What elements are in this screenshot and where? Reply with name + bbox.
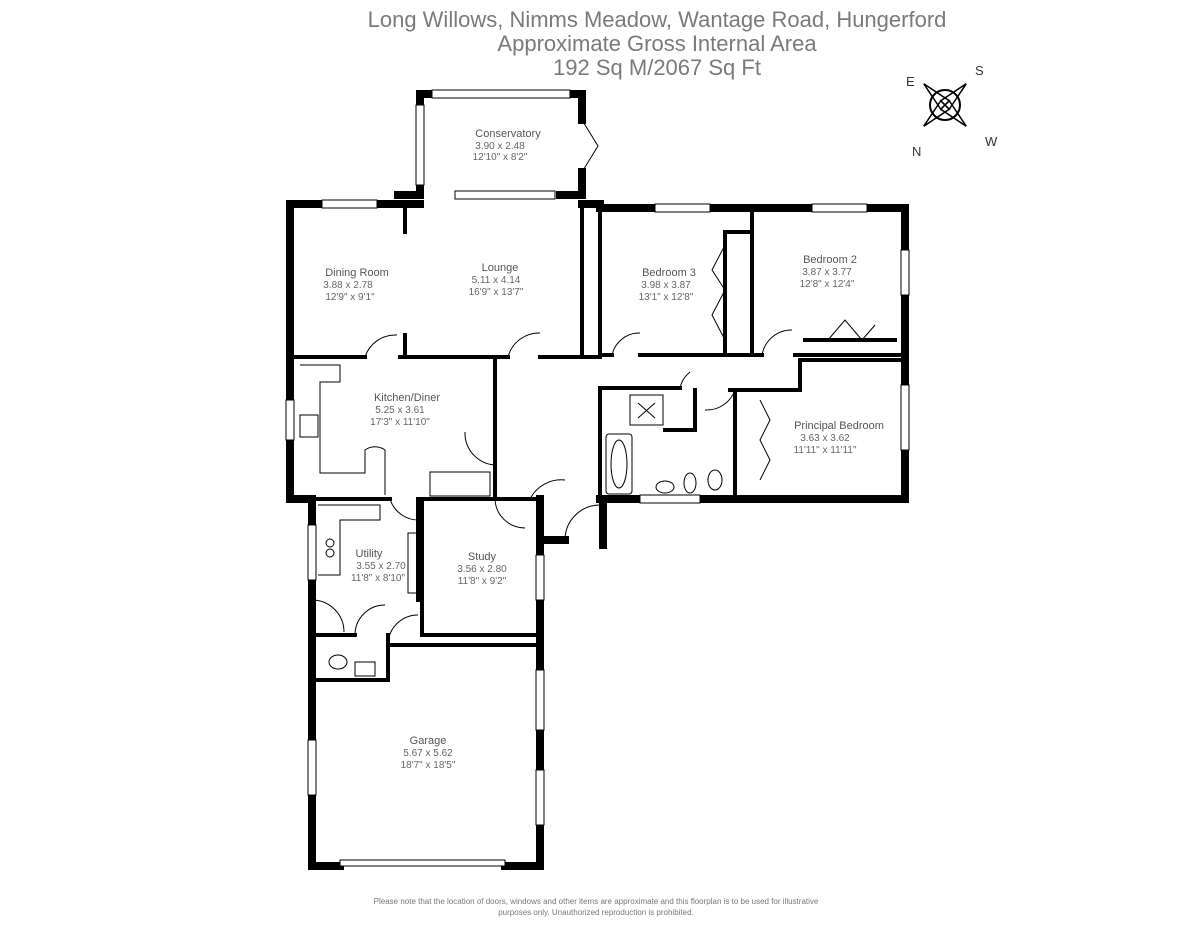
hob-ring-2 bbox=[325, 548, 335, 558]
bathroom-door bbox=[679, 371, 691, 389]
utility-door bbox=[389, 498, 421, 521]
disclaimer-line-1: Please note that the location of doors, … bbox=[373, 897, 819, 906]
room-labels: Conservatory 3.90 x 2.48 12'10" x 8'2" D… bbox=[323, 128, 884, 771]
compass-letter-n: N bbox=[912, 144, 921, 159]
compass-needle-w bbox=[923, 99, 951, 127]
garage-imperial: 18'7" x 18'5" bbox=[401, 760, 456, 771]
wc-basin bbox=[354, 661, 376, 677]
conservatory-door bbox=[581, 119, 599, 173]
study-name: Study bbox=[468, 551, 497, 563]
bedroom3-metric: 3.98 x 3.87 bbox=[641, 280, 691, 291]
conservatory-name: Conservatory bbox=[475, 128, 541, 140]
bathroom-window bbox=[639, 494, 701, 504]
compass-letter-s: S bbox=[975, 63, 984, 78]
principal-name: Principal Bedroom bbox=[794, 420, 884, 432]
bedroom3-imperial: 13'1" x 12'8" bbox=[639, 292, 694, 303]
porch-door bbox=[564, 504, 601, 541]
title-block: Long Willows, Nimms Meadow, Wantage Road… bbox=[0, 8, 1200, 80]
bedroom3-name: Bedroom 3 bbox=[642, 267, 696, 279]
compass-letter-e: E bbox=[906, 74, 915, 89]
wc-door bbox=[354, 604, 386, 636]
bedroom2-window bbox=[811, 203, 868, 213]
garage-window-west bbox=[307, 739, 317, 796]
kitchen-name: Kitchen/Diner bbox=[374, 392, 440, 404]
study-imperial: 11'8" x 9'2" bbox=[458, 576, 507, 587]
bedroom3-window bbox=[654, 203, 711, 213]
disclaimer-line-2: purposes only. Unauthorized reproduction… bbox=[498, 908, 694, 917]
bedroom2-window-side bbox=[900, 249, 910, 296]
bathroom-toilet bbox=[707, 469, 723, 491]
shower bbox=[629, 394, 664, 426]
bedroom3-wardrobe-doors bbox=[711, 244, 726, 341]
utility-name: Utility bbox=[356, 548, 383, 560]
compass bbox=[923, 83, 967, 127]
garage-internal-door bbox=[387, 614, 419, 646]
windows bbox=[285, 89, 910, 867]
conservatory-window-top bbox=[431, 89, 571, 99]
principal-door bbox=[704, 389, 736, 411]
hob-ring-1 bbox=[325, 538, 335, 548]
bathroom-basin bbox=[655, 480, 675, 494]
garage-metric: 5.67 x 5.62 bbox=[403, 748, 453, 759]
conservatory-imperial: 12'10" x 8'2" bbox=[473, 152, 528, 163]
compass-ring bbox=[929, 89, 961, 121]
kitchen-island bbox=[429, 471, 491, 497]
kitchen-sink bbox=[299, 414, 319, 438]
plan-area: 192 Sq M/2067 Sq Ft bbox=[553, 55, 761, 80]
lounge-window bbox=[454, 190, 556, 200]
dining-metric: 3.88 x 2.78 bbox=[323, 280, 373, 291]
front-door bbox=[529, 479, 566, 500]
study-door bbox=[494, 498, 526, 529]
principal-window bbox=[900, 384, 910, 451]
utility-external-door bbox=[311, 599, 345, 633]
kitchen-imperial: 17'3" x 11'10" bbox=[370, 417, 430, 428]
principal-wardrobe-doors bbox=[759, 399, 771, 481]
compass-letter-w: W bbox=[985, 134, 998, 149]
utility-imperial: 11'8" x 8'10" bbox=[351, 573, 406, 584]
utility-worktop bbox=[318, 504, 381, 576]
fixtures bbox=[299, 364, 723, 677]
bedroom2-wardrobe-doors bbox=[827, 319, 876, 341]
doors bbox=[311, 119, 876, 646]
plan-subtitle: Approximate Gross Internal Area bbox=[497, 31, 817, 56]
study-metric: 3.56 x 2.80 bbox=[457, 564, 507, 575]
kitchen-door bbox=[464, 431, 496, 466]
bedroom3-door bbox=[611, 332, 641, 356]
shower-drain bbox=[637, 402, 656, 419]
disclaimer: Please note that the location of doors, … bbox=[296, 896, 896, 918]
bath bbox=[605, 433, 633, 495]
utility-metric: 3.55 x 2.70 bbox=[356, 561, 406, 572]
kitchen-worktop bbox=[300, 364, 386, 495]
bedroom2-name: Bedroom 2 bbox=[803, 254, 857, 266]
kitchen-metric: 5.25 x 3.61 bbox=[375, 405, 425, 416]
garage-window-east bbox=[535, 669, 545, 731]
bedroom2-metric: 3.87 x 3.77 bbox=[802, 267, 852, 278]
garage-window-east-2 bbox=[535, 769, 545, 826]
conservatory-metric: 3.90 x 2.48 bbox=[475, 141, 525, 152]
dining-imperial: 12'9" x 9'1" bbox=[325, 292, 375, 303]
bedroom2-imperial: 12'8" x 12'4" bbox=[800, 279, 855, 290]
kitchen-window bbox=[285, 399, 295, 441]
conservatory-window-left bbox=[415, 104, 425, 186]
plan-title: Long Willows, Nimms Meadow, Wantage Road… bbox=[367, 7, 947, 32]
utility-window bbox=[307, 524, 317, 581]
garage-name: Garage bbox=[410, 735, 447, 747]
lounge-imperial: 16'9" x 13'7" bbox=[469, 287, 524, 298]
dining-name: Dining Room bbox=[325, 267, 389, 279]
principal-imperial: 11'11" x 11'11" bbox=[794, 445, 857, 456]
dining-door bbox=[364, 334, 398, 358]
bedroom2-door bbox=[761, 329, 793, 356]
lounge-metric: 5.11 x 4.14 bbox=[472, 275, 521, 286]
garage-door bbox=[339, 859, 506, 867]
lounge-name: Lounge bbox=[482, 262, 519, 274]
wc-toilet bbox=[328, 654, 348, 670]
utility-cupboard bbox=[407, 532, 419, 594]
bidet bbox=[683, 472, 697, 494]
dining-window bbox=[321, 199, 378, 209]
lounge-door bbox=[507, 332, 541, 358]
study-window bbox=[535, 554, 545, 601]
principal-metric: 3.63 x 3.62 bbox=[800, 433, 850, 444]
bath-inner bbox=[610, 439, 628, 489]
